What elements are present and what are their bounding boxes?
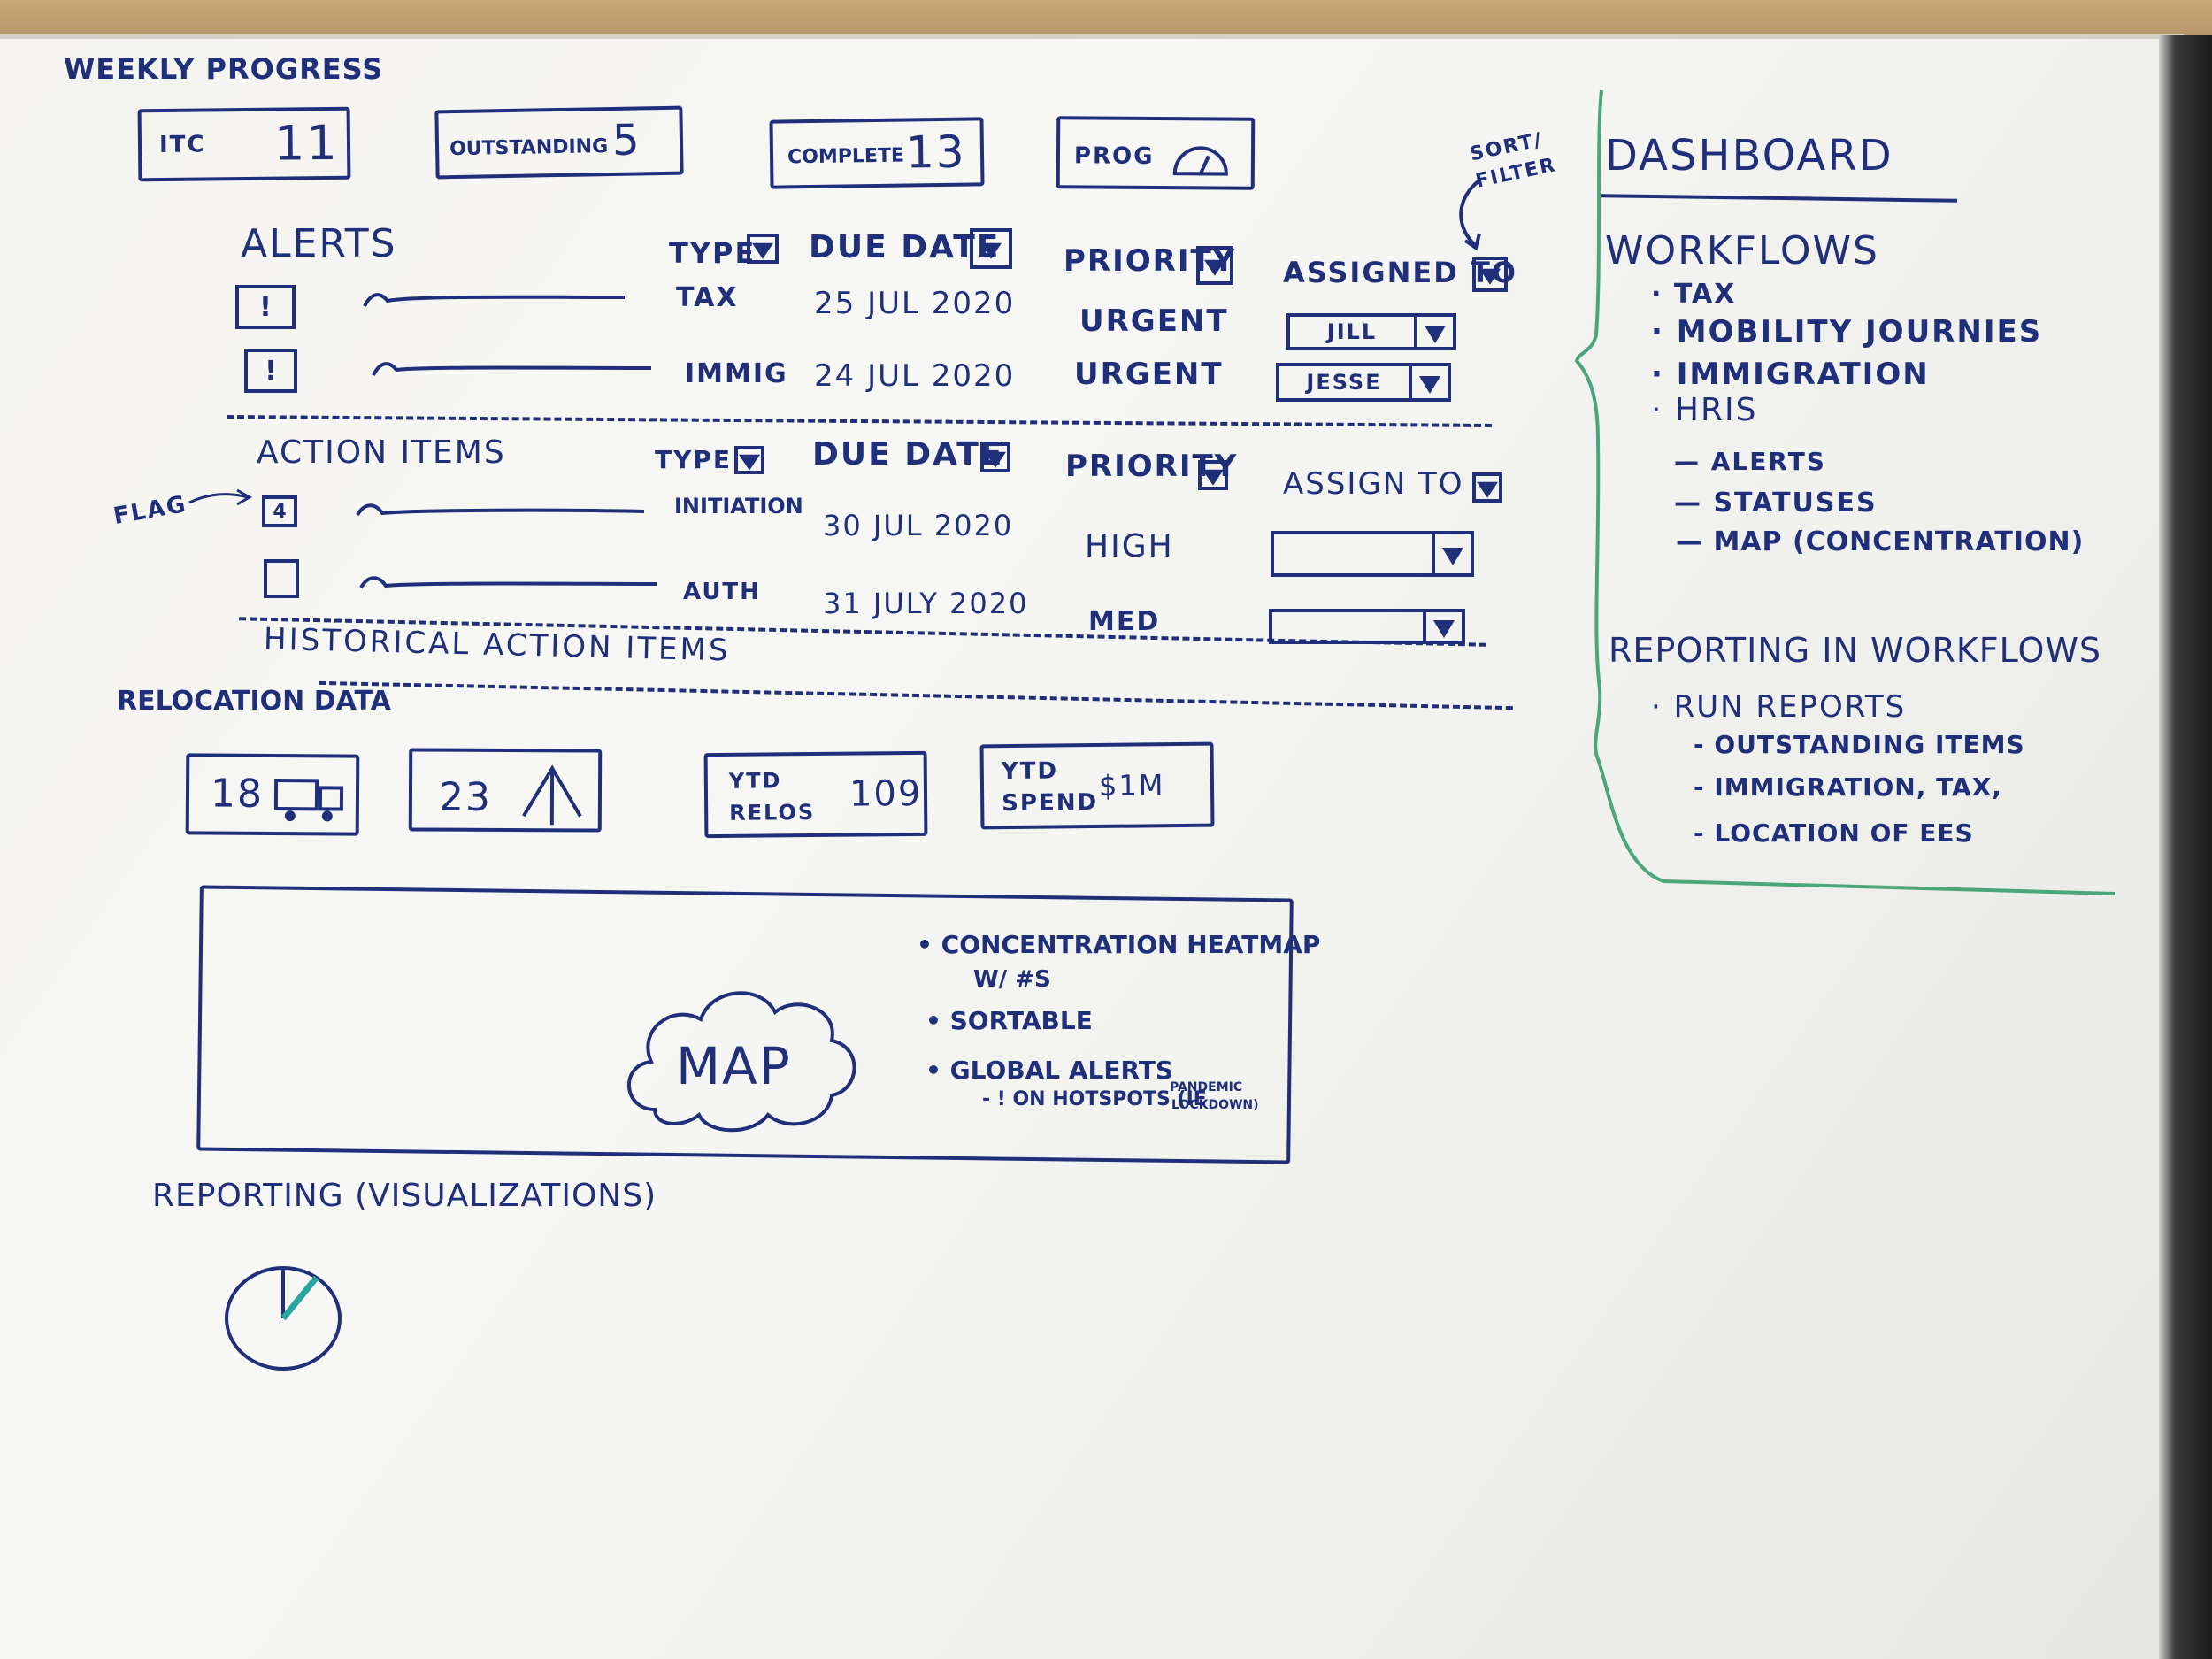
- action-assignee-dropdown[interactable]: [1271, 531, 1474, 577]
- report-item-outstanding[interactable]: - OUTSTANDING ITEMS: [1694, 733, 2025, 757]
- alert-priority-cell: URGENT: [1079, 306, 1229, 336]
- kpi-tile-prog[interactable]: PROG: [1056, 116, 1256, 190]
- hris-sub-statuses[interactable]: — STATUSES: [1674, 490, 1878, 517]
- workflow-item-tax[interactable]: · TAX: [1651, 281, 1736, 308]
- relocation-tile-ytd-spend[interactable]: YTD SPEND $1M: [980, 742, 1215, 830]
- map-note: W/ #S: [973, 968, 1051, 991]
- alert-warning-icon: !: [235, 285, 296, 329]
- alert-type-cell: TAX: [676, 285, 738, 311]
- kpi-tile-outstanding[interactable]: OUTSTANDING 5: [434, 106, 683, 180]
- alert-type-cell: IMMIG: [685, 361, 788, 388]
- arrow-up-icon: [517, 763, 588, 828]
- kpi-label: COMPLETE: [787, 147, 904, 168]
- hris-sub-alerts[interactable]: — ALERTS: [1674, 449, 1826, 474]
- flag-arrow: [186, 485, 257, 511]
- pie-chart-icon: [219, 1260, 347, 1375]
- action-type-filter-dropdown[interactable]: [734, 446, 764, 474]
- alert-warning-icon: !: [244, 349, 297, 393]
- relocation-label-line1: YTD: [729, 770, 782, 792]
- assignee-name: JESSE: [1279, 370, 1409, 395]
- alerts-assigned-filter-dropdown[interactable]: [1472, 257, 1508, 292]
- action-col-due-date: DUE DATE: [812, 439, 1003, 471]
- kpi-label: ITC: [159, 133, 206, 157]
- kpi-value: 5: [612, 119, 641, 162]
- reporting-title: REPORTING (VISUALIZATIONS): [152, 1180, 657, 1212]
- action-due-date-cell: 31 JULY 2020: [823, 589, 1028, 618]
- relocation-value: 23: [439, 779, 492, 818]
- workflows-title: WORKFLOWS: [1605, 232, 1879, 271]
- action-col-type: TYPE: [655, 448, 732, 472]
- action-due-date-cell: 30 JUL 2020: [823, 511, 1013, 540]
- gauge-icon: [1170, 138, 1232, 177]
- alert-assignee-dropdown[interactable]: JILL: [1286, 313, 1456, 350]
- kpi-label: OUTSTANDING: [449, 137, 608, 159]
- action-priority-cell: MED: [1088, 609, 1160, 635]
- relocation-label-line2: SPEND: [1002, 791, 1098, 815]
- hris-sub-map[interactable]: — MAP (CONCENTRATION): [1676, 529, 2084, 556]
- chevron-down-icon: [1432, 534, 1471, 573]
- chevron-down-icon: [1423, 612, 1462, 641]
- alert-due-date-cell: 25 JUL 2020: [814, 288, 1015, 319]
- map-note: PANDEMIC: [1170, 1081, 1242, 1094]
- action-type-cell: INITIATION: [674, 495, 803, 517]
- relocation-tile-ytd-relos[interactable]: YTD RELOS 109: [704, 751, 928, 838]
- truck-icon: [273, 777, 347, 824]
- map-note: • SORTABLE: [926, 1009, 1093, 1033]
- relocation-label-line2: RELOS: [729, 802, 815, 824]
- kpi-label: PROG: [1074, 144, 1155, 168]
- action-priority-filter-dropdown[interactable]: [1198, 460, 1228, 490]
- action-description-placeholder: [359, 572, 660, 593]
- alerts-priority-filter-dropdown[interactable]: [1196, 246, 1233, 285]
- action-priority-cell: HIGH: [1085, 531, 1174, 563]
- kpi-value: 11: [274, 119, 339, 168]
- action-col-assign-to: ASSIGN TO: [1283, 469, 1464, 499]
- alerts-title: ALERTS: [241, 225, 397, 264]
- alerts-due-date-filter-dropdown[interactable]: [970, 228, 1012, 269]
- map-note: LOCKDOWN): [1171, 1099, 1259, 1111]
- flag-checkbox[interactable]: 4: [262, 495, 297, 527]
- relocation-value: $1M: [1099, 771, 1165, 800]
- map-label: MAP: [676, 1041, 792, 1092]
- chevron-down-icon: [1414, 317, 1453, 347]
- flag-checkbox[interactable]: [264, 559, 299, 598]
- kpi-tile-itc[interactable]: ITC 11: [138, 107, 351, 182]
- action-due-date-filter-dropdown[interactable]: [980, 442, 1010, 472]
- alert-priority-cell: URGENT: [1074, 359, 1224, 389]
- workflow-item-immigration[interactable]: · IMMIGRATION: [1651, 359, 1930, 389]
- map-note: • GLOBAL ALERTS: [926, 1058, 1173, 1083]
- action-assign-filter-dropdown[interactable]: [1472, 472, 1502, 503]
- relocation-title: RELOCATION DATA: [117, 688, 391, 715]
- kpi-value: 13: [906, 130, 966, 175]
- weekly-progress-title: WEEKLY PROGRESS: [64, 55, 383, 83]
- report-item-immigration-tax[interactable]: - IMMIGRATION, TAX,: [1694, 775, 2002, 800]
- alert-due-date-cell: 24 JUL 2020: [814, 361, 1015, 391]
- report-item-location[interactable]: - LOCATION OF EES: [1694, 821, 1974, 846]
- alert-description-placeholder: [372, 357, 655, 379]
- kpi-tile-complete[interactable]: COMPLETE 13: [769, 117, 984, 188]
- alerts-type-filter-dropdown[interactable]: [747, 234, 779, 264]
- relocation-tile-growth[interactable]: 23: [409, 748, 602, 832]
- sort-filter-arrow: [1451, 177, 1513, 257]
- action-items-title: ACTION ITEMS: [257, 437, 506, 469]
- whiteboard-frame: [2159, 35, 2212, 1659]
- relocation-tile-moves[interactable]: 18: [186, 753, 360, 835]
- reporting-in-workflows-title: REPORTING IN WORKFLOWS: [1609, 634, 2101, 667]
- action-description-placeholder: [356, 499, 648, 520]
- workflow-item-hris[interactable]: · HRIS: [1651, 395, 1757, 426]
- alerts-col-type: TYPE: [669, 239, 756, 267]
- chevron-down-icon: [1409, 366, 1448, 398]
- workflow-item-mobility[interactable]: · MOBILITY JOURNIES: [1651, 317, 2042, 347]
- dashboard-title: DASHBOARD: [1605, 134, 1893, 177]
- action-type-cell: AUTH: [683, 580, 761, 603]
- alert-assignee-dropdown[interactable]: JESSE: [1276, 363, 1451, 402]
- relocation-value: 18: [211, 775, 264, 814]
- relocation-label-line1: YTD: [1002, 759, 1058, 783]
- assignee-name: JILL: [1290, 319, 1414, 344]
- map-note: • CONCENTRATION HEATMAP: [917, 933, 1320, 957]
- run-reports-item[interactable]: · RUN REPORTS: [1651, 692, 1906, 722]
- alert-description-placeholder: [363, 288, 628, 310]
- relocation-value: 109: [849, 776, 923, 812]
